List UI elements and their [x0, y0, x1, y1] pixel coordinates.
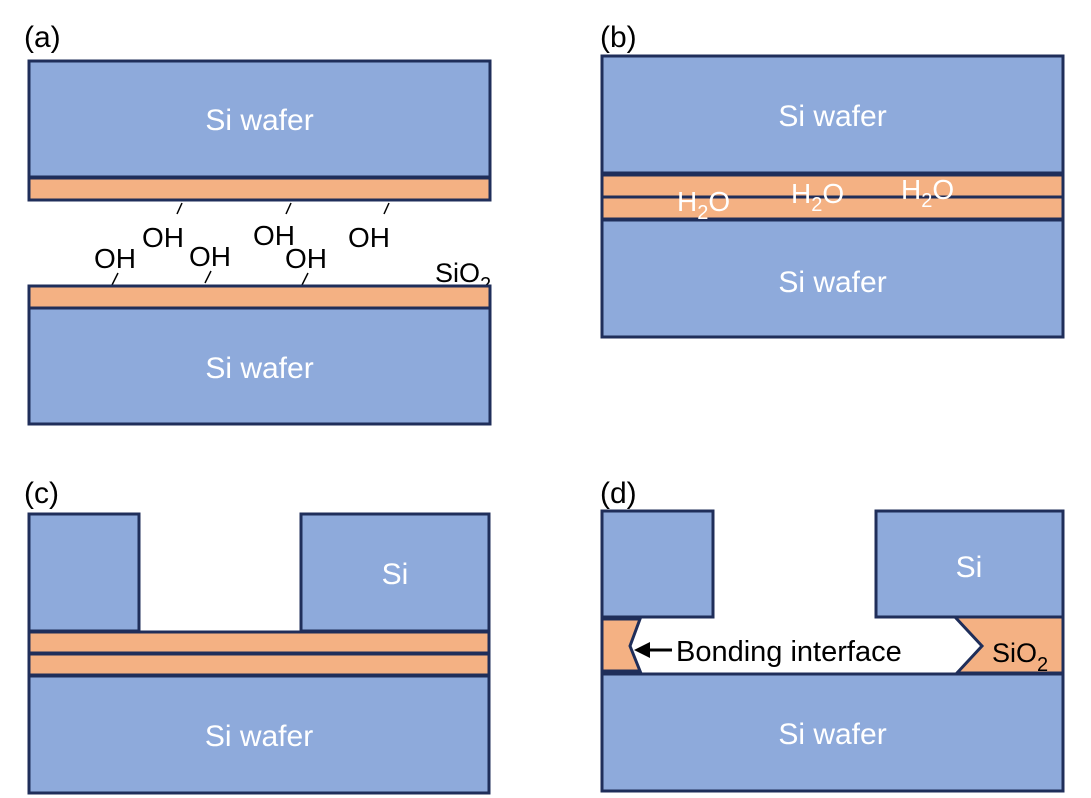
top-si-wafer [600, 54, 1065, 175]
panel-b: (b) Si wafer Si wafer H2O H2O H2O [600, 21, 1065, 339]
bottom-si-wafer [600, 218, 1065, 339]
oh-bond [204, 270, 212, 284]
water-molecule: H2O [677, 186, 730, 224]
top-si-wafer [27, 59, 492, 179]
top-oxide-layer [27, 176, 492, 202]
oh-group: OH [253, 220, 295, 251]
oh-bond [176, 202, 183, 215]
bottom-si-wafer-label: Si wafer [205, 352, 313, 385]
bottom-oxide-layer [27, 284, 492, 310]
sio2-label: SiO2 [992, 638, 1048, 676]
top-si-wafer-label: Si wafer [778, 100, 886, 133]
oh-group: OH [285, 243, 327, 274]
si-block-label: Si [956, 551, 983, 584]
right-si-block [874, 509, 1065, 619]
water-o: O [932, 174, 954, 205]
si-block-label: Si [382, 558, 409, 591]
oh-group: OH [94, 243, 136, 274]
water-h: H [901, 174, 921, 205]
top-oxide-layer [27, 630, 491, 655]
bottom-si-wafer-label: Si wafer [205, 720, 313, 753]
bottom-si-wafer [27, 674, 491, 795]
panel-c: (c) Si Si wafer [24, 477, 491, 795]
left-si-block [27, 512, 141, 633]
panel-b-tag: (b) [600, 21, 637, 54]
oh-group: OH [189, 241, 231, 272]
panel-a: (a) Si wafer OH OH OH OH OH OH SiO2 Si w… [24, 21, 492, 426]
oh-bond [111, 272, 119, 286]
water-molecule: H2O [791, 178, 844, 216]
left-si-block [600, 509, 715, 619]
oh-group: OH [142, 222, 184, 253]
sio2-label-main: SiO [992, 638, 1037, 668]
panel-d: (d) Si SiO2 Bonding interface Si wafer [600, 477, 1065, 793]
oh-bond [285, 202, 292, 215]
sio2-label-sub: 2 [1037, 654, 1048, 676]
water-h: H [677, 186, 697, 217]
arrow-head [634, 642, 650, 658]
panel-a-tag: (a) [24, 21, 61, 54]
panel-c-tag: (c) [24, 477, 59, 510]
panel-d-tag: (d) [600, 477, 637, 510]
water-sub: 2 [921, 190, 932, 212]
water-h: H [791, 178, 811, 209]
left-oxide-remnant [600, 617, 643, 673]
bottom-si-wafer-label: Si wafer [778, 718, 886, 751]
bottom-si-wafer-label: Si wafer [778, 266, 886, 299]
oh-bond [301, 272, 309, 286]
water-sub: 2 [811, 194, 822, 216]
bottom-oxide-layer [27, 652, 491, 677]
water-o: O [708, 186, 730, 217]
water-o: O [822, 178, 844, 209]
bottom-si-wafer [27, 306, 492, 426]
oh-bond [383, 202, 390, 215]
top-si-wafer-label: Si wafer [205, 104, 313, 137]
bonding-interface-label: Bonding interface [676, 636, 902, 668]
bottom-si-wafer [600, 672, 1065, 793]
sio2-label-main: SiO [435, 258, 480, 288]
oh-group: OH [348, 222, 390, 253]
water-sub: 2 [697, 202, 708, 224]
water-molecule: H2O [901, 174, 954, 212]
